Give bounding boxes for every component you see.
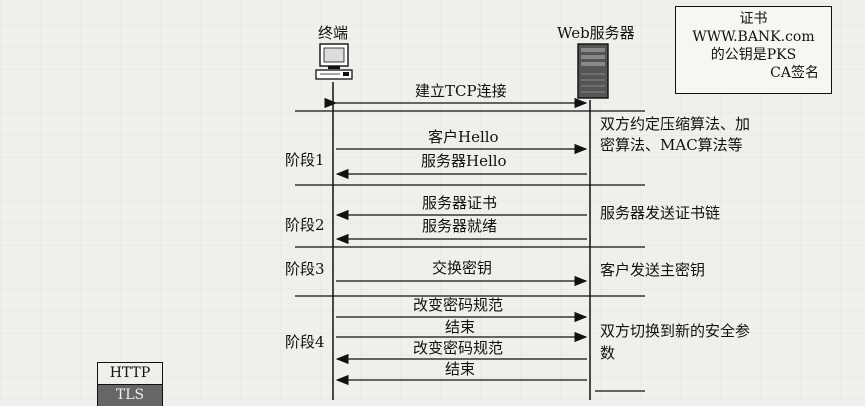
phase-3-label: 阶段3 [285, 260, 325, 278]
server-cert-label: 服务器证书 [422, 194, 498, 212]
computer-icon [315, 43, 353, 80]
stack-tls: TLS [98, 385, 162, 406]
cert-domain: WWW.BANK.com [692, 29, 815, 45]
note-phase-2: 服务器发送证书链 [600, 204, 721, 222]
phase-1-label: 阶段1 [285, 151, 325, 169]
key-exchange-label: 交换密钥 [432, 259, 493, 277]
cert-ca-signature: CA签名 [770, 65, 819, 81]
server-icon [577, 43, 609, 99]
stack-http: HTTP [98, 363, 162, 385]
phase-2-label: 阶段2 [285, 216, 325, 234]
note-phase-3: 客户发送主密钥 [600, 261, 706, 279]
cert-public-key: 的公钥是PKS [710, 47, 797, 63]
note-phase-4-line-1: 双方切换到新的安全参 [600, 322, 751, 340]
phase-4-label: 阶段4 [285, 333, 325, 351]
certificate-box: 证书 WWW.BANK.com 的公钥是PKS CA签名 [675, 6, 832, 94]
change-cipher-2-label: 改变密码规范 [413, 339, 504, 357]
protocol-stack: HTTP TLS [97, 362, 163, 406]
note-phase-1-line-2: 密算法、MAC算法等 [600, 136, 743, 154]
note-phase-4-line-2: 数 [600, 344, 616, 362]
server-label: Web服务器 [557, 24, 635, 42]
server-ready-label: 服务器就绪 [422, 217, 498, 235]
client-hello-label: 客户Hello [428, 128, 499, 146]
finish-1-label: 结束 [445, 318, 476, 336]
tcp-label: 建立TCP连接 [415, 82, 507, 100]
finish-2-label: 结束 [445, 360, 476, 378]
server-hello-label: 服务器Hello [421, 152, 507, 170]
note-phase-1-line-1: 双方约定压缩算法、加 [600, 115, 751, 133]
cert-title: 证书 [739, 11, 768, 27]
change-cipher-1-label: 改变密码规范 [413, 296, 504, 314]
terminal-label: 终端 [318, 24, 349, 42]
